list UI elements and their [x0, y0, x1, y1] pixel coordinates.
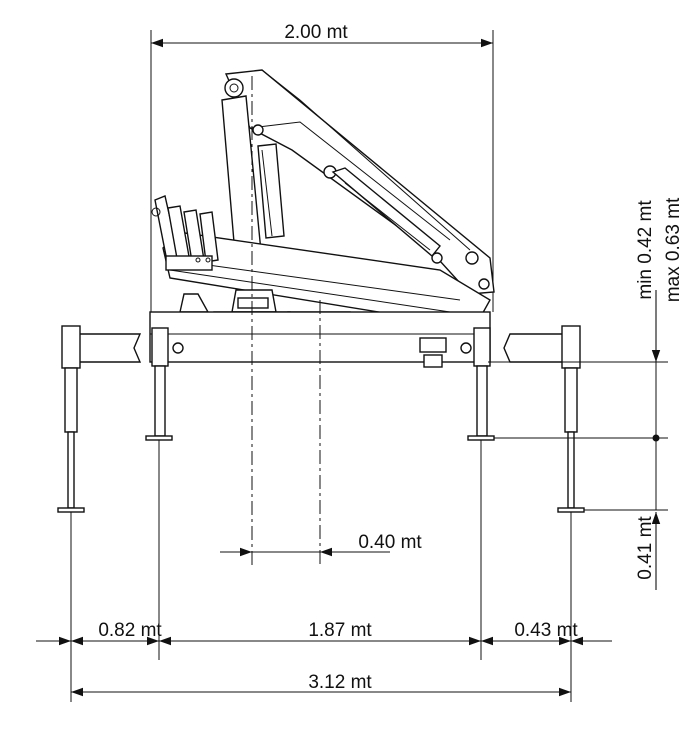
label-left-span: 0.82 mt — [98, 620, 162, 641]
column — [221, 95, 285, 267]
label-min-height: min 0.42 mt — [635, 200, 656, 300]
label-pivot-offset: 0.40 mt — [358, 532, 422, 553]
outer-right-leg — [557, 325, 585, 513]
label-leg-extension: 0.41 mt — [635, 516, 656, 580]
dimension-labels: 2.00 mt 0.40 mt min 0.42 mt max 0.63 mt … — [98, 22, 684, 693]
label-top-width: 2.00 mt — [284, 22, 348, 43]
inner-right-leg — [467, 327, 495, 441]
left-outrigger-arm — [75, 333, 142, 363]
dimension-lines — [36, 38, 668, 702]
extension-arm — [151, 195, 491, 323]
boom-cylinder — [331, 167, 443, 264]
label-total-span: 3.12 mt — [308, 672, 372, 693]
right-outrigger-arm — [503, 333, 565, 363]
outer-left-leg — [57, 325, 85, 513]
label-right-span: 0.43 mt — [514, 620, 578, 641]
inner-left-leg — [145, 327, 173, 441]
label-middle-span: 1.87 mt — [308, 620, 372, 641]
label-max-height: max 0.63 mt — [663, 197, 684, 302]
crane-drawing — [57, 30, 585, 568]
